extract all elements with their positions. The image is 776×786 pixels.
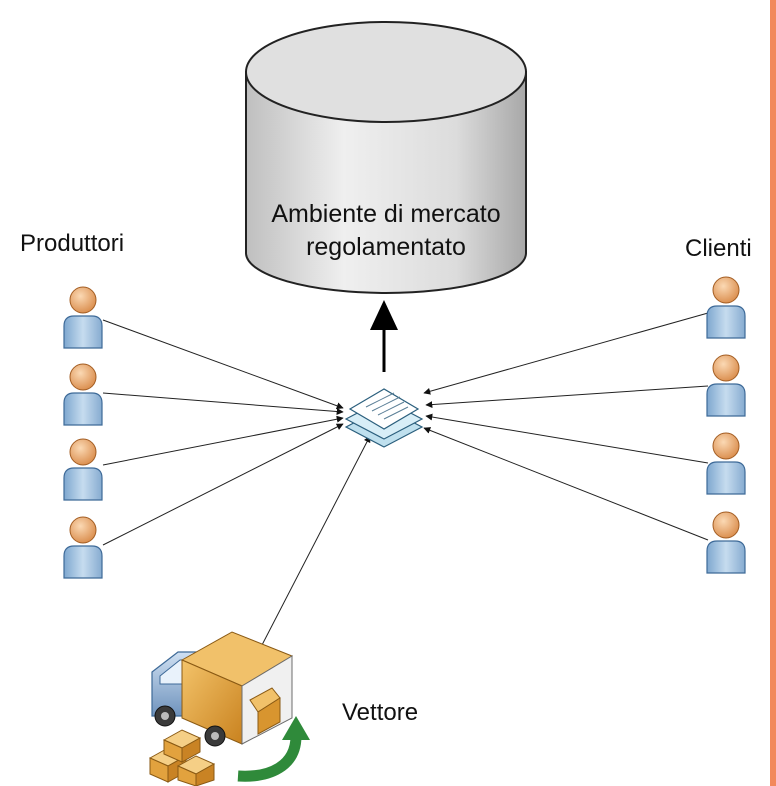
database-label-line1: Ambiente di mercato [271, 200, 500, 228]
document-stack-icon [344, 388, 424, 448]
client-person-icon [706, 432, 746, 495]
database-cylinder: Ambiente di mercato regolamentato [245, 21, 527, 294]
arrow-to-database [370, 300, 398, 372]
producers-label: Produttori [20, 230, 124, 257]
producer-person-icon [63, 438, 103, 501]
delivery-truck-icon [151, 631, 294, 747]
connector-client-2 [425, 385, 709, 409]
client-person-icon [706, 354, 746, 417]
producer-person-icon [63, 286, 103, 349]
producer-person-icon [63, 363, 103, 426]
database-label-line2: regolamentato [306, 233, 466, 261]
client-person-icon [706, 276, 746, 339]
connector-producer-2 [102, 392, 344, 415]
connectors [102, 312, 709, 646]
connector-producer-1 [102, 319, 344, 410]
connector-producer-3 [102, 415, 344, 466]
connector-client-3 [425, 413, 709, 464]
connector-carrier [261, 435, 371, 646]
stacked-boxes-icon [148, 729, 216, 786]
connector-producer-4 [102, 423, 344, 546]
green-curved-arrow-icon [237, 716, 310, 782]
clients-label: Clienti [685, 235, 752, 262]
carrier-label: Vettore [342, 699, 418, 726]
connector-client-1 [423, 312, 709, 395]
right-edge-accent [770, 0, 776, 786]
producer-person-icon [63, 516, 103, 579]
client-person-icon [706, 511, 746, 574]
connector-client-4 [423, 427, 709, 541]
